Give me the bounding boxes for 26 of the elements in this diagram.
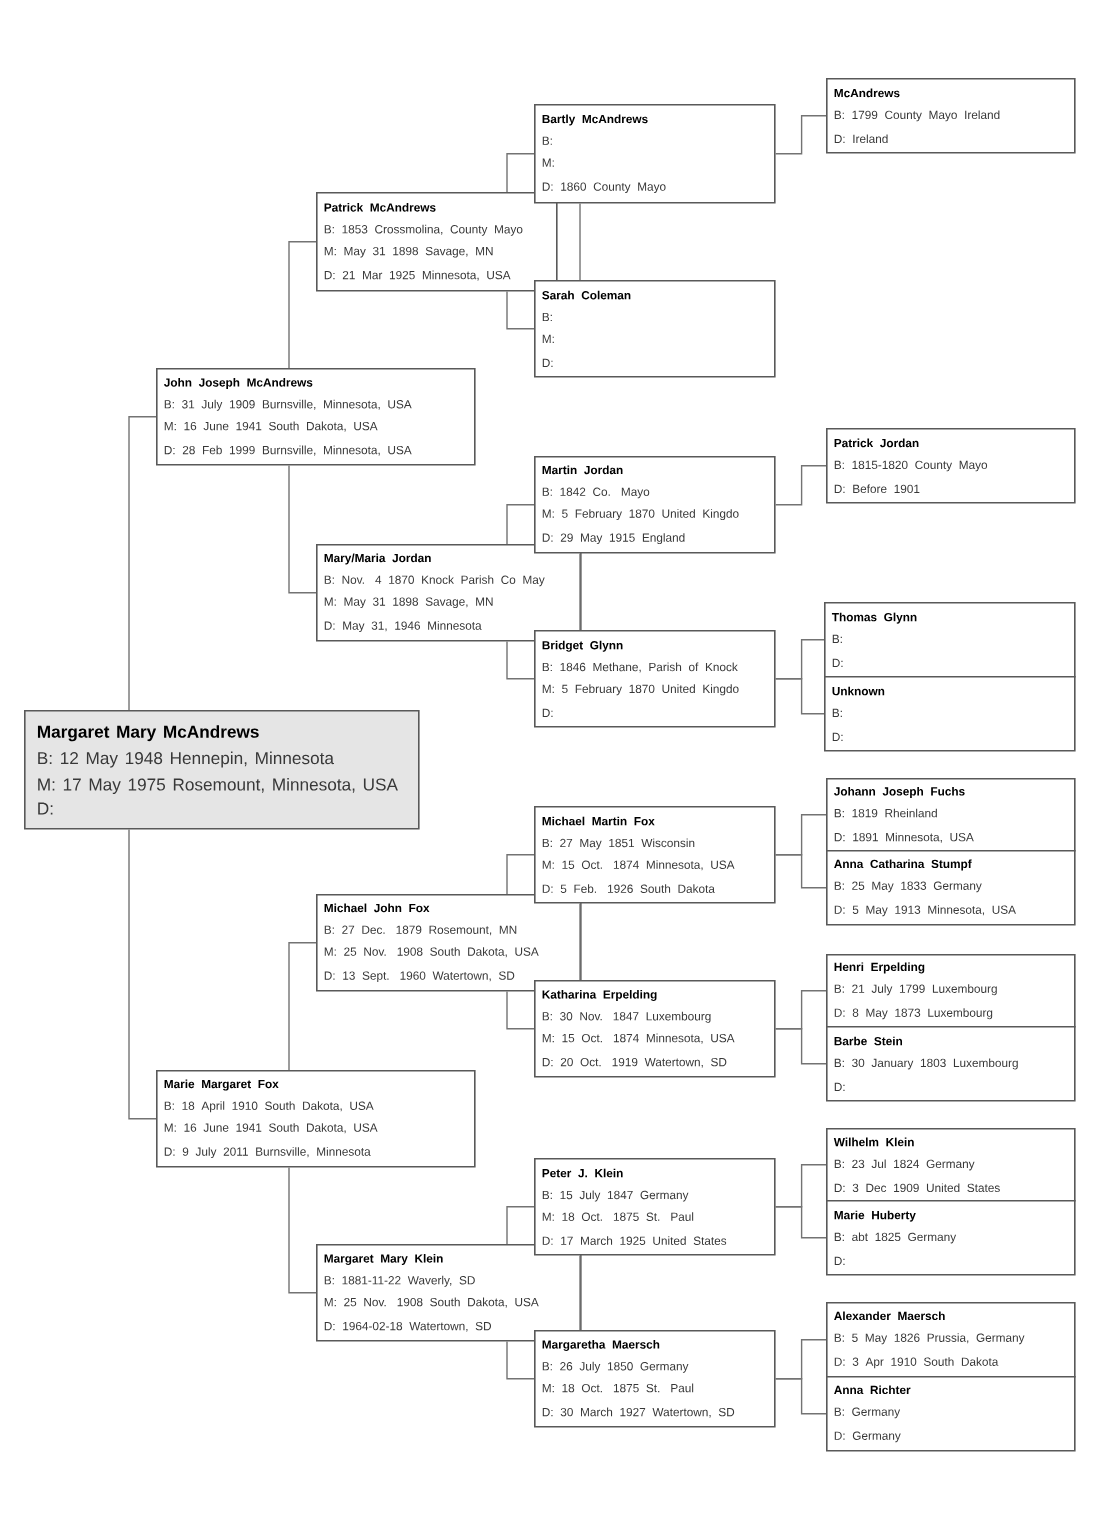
connector-line [288,942,317,1071]
connector-line [774,115,827,155]
connector-line [774,465,827,506]
connector-line [506,640,535,680]
connector-line [506,990,535,1030]
connector-line [506,153,535,193]
connector-line [288,1166,317,1294]
connector-line [774,1206,827,1239]
connector-line [579,552,581,631]
connector-line [579,202,581,281]
connector-line [506,1206,535,1245]
connector-line [288,464,317,594]
connector-line [506,1340,535,1380]
connector-line [506,854,535,895]
connector-line [579,902,581,981]
connector-line [288,241,317,369]
connector-line [579,1254,581,1331]
connector-line [774,1378,827,1415]
connector-line [774,1028,827,1065]
connector-line [774,854,827,889]
connector-line [506,504,535,545]
connector-line [506,290,535,330]
connector-line [774,678,825,715]
connector-line [128,416,157,711]
person-box: Margaret Mary McAndrews B: 12 May 1948 Hennepin, Minnesota M: 17 May 1975 Rosemount, Minnesota, USA D: [24,710,420,830]
connector-line [128,828,157,1120]
